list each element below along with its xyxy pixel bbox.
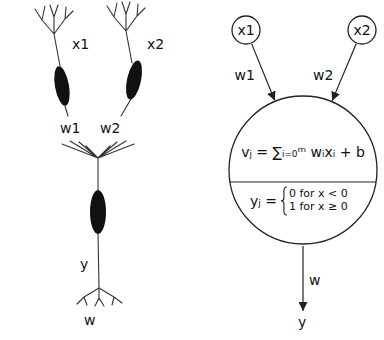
cell-body <box>52 65 73 107</box>
axon <box>65 106 68 116</box>
output-arrow <box>302 246 303 311</box>
weight-label: w1 <box>235 67 255 84</box>
divider-line <box>230 181 376 182</box>
input-circle: x2 <box>347 15 377 45</box>
case-text: 0 for x < 0 <box>289 187 348 200</box>
axon-terminals <box>62 141 134 158</box>
circle-outline <box>229 96 377 244</box>
neuron-circle: vⱼ = ∑ᵢ₌₀ᵐ wᵢxᵢ + b yⱼ = 0 for x < 01 for … <box>228 95 378 245</box>
output-label: y <box>298 314 306 331</box>
case-text: 1 for x ≥ 0 <box>289 200 348 213</box>
weight-label: w <box>309 272 320 289</box>
input-circle: x1 <box>231 15 261 45</box>
axon <box>98 233 99 288</box>
weight-label: w2 <box>100 120 120 137</box>
cell-body <box>123 59 145 101</box>
dendrite-tree <box>35 5 73 66</box>
dendrite-tree <box>107 2 145 63</box>
brace <box>281 187 287 215</box>
cell-body <box>90 190 106 234</box>
signal-label: x1 <box>72 36 89 53</box>
circle-outline <box>228 95 378 245</box>
weight-label: w2 <box>313 67 333 84</box>
sum-formula: vⱼ = ∑ᵢ₌₀ᵐ wᵢxᵢ + b <box>241 144 365 161</box>
input-label: x1 <box>237 22 254 39</box>
axon <box>97 158 98 191</box>
circle-outline <box>232 16 260 44</box>
weight-label: w <box>84 312 95 329</box>
output-label: y <box>80 256 88 273</box>
weighted-arrow <box>332 44 356 101</box>
circle-outline <box>348 16 376 44</box>
input-label: x2 <box>353 22 370 39</box>
signal-label: x2 <box>147 36 164 53</box>
axon <box>121 99 131 116</box>
weight-label: w1 <box>60 120 80 137</box>
weighted-arrow <box>252 44 275 101</box>
dendrite-tree <box>77 288 122 306</box>
output-formula: yⱼ = <box>250 193 277 210</box>
